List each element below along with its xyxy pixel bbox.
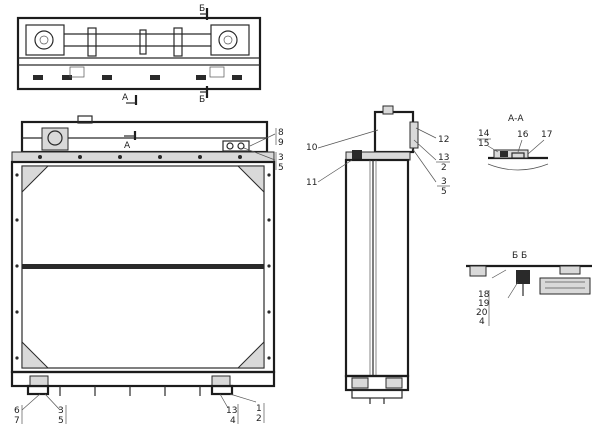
- top-plan-view: Б Б А: [16, 4, 262, 105]
- section-mark-a-front: А: [124, 141, 131, 151]
- label-5-side: 5: [441, 187, 447, 197]
- label-18: 18: [478, 290, 490, 300]
- section-title-a-a: А-А: [508, 114, 524, 124]
- label-1-bottom: 1: [256, 404, 262, 414]
- label-9: 9: [278, 138, 284, 148]
- label-17: 17: [541, 130, 552, 140]
- label-5-bottom: 5: [58, 416, 64, 426]
- label-11: 11: [306, 178, 317, 188]
- side-view: [317, 105, 437, 404]
- label-10: 10: [306, 143, 318, 153]
- section-mark-b-bottom: Б: [199, 95, 205, 105]
- label-6-bottom: 6: [14, 406, 20, 416]
- label-14: 14: [478, 129, 490, 139]
- section-a-a: [487, 139, 549, 171]
- label-5-front: 5: [278, 163, 284, 173]
- label-20: 20: [476, 308, 488, 318]
- label-4-bottom: 4: [230, 416, 236, 426]
- label-4-section: 4: [479, 317, 485, 327]
- label-2-bottom: 2: [256, 414, 262, 424]
- label-3-bottom: 3: [58, 406, 64, 416]
- section-title-b-b: Б Б: [512, 251, 527, 261]
- front-view: А: [10, 115, 276, 411]
- label-12: 12: [438, 135, 449, 145]
- label-15: 15: [478, 139, 489, 149]
- label-13-side: 13: [438, 153, 449, 163]
- label-7-bottom: 7: [14, 416, 20, 426]
- section-mark-a-plan: А: [122, 93, 129, 103]
- label-13-bottom: 13: [226, 406, 237, 416]
- label-2-side: 2: [441, 163, 447, 173]
- label-3-side: 3: [441, 177, 447, 187]
- label-8: 8: [278, 128, 284, 138]
- section-b-b: [466, 264, 592, 299]
- section-mark-b-top: Б: [199, 4, 205, 14]
- label-3-front: 3: [278, 153, 284, 163]
- label-19: 19: [478, 299, 490, 309]
- label-16: 16: [517, 130, 529, 140]
